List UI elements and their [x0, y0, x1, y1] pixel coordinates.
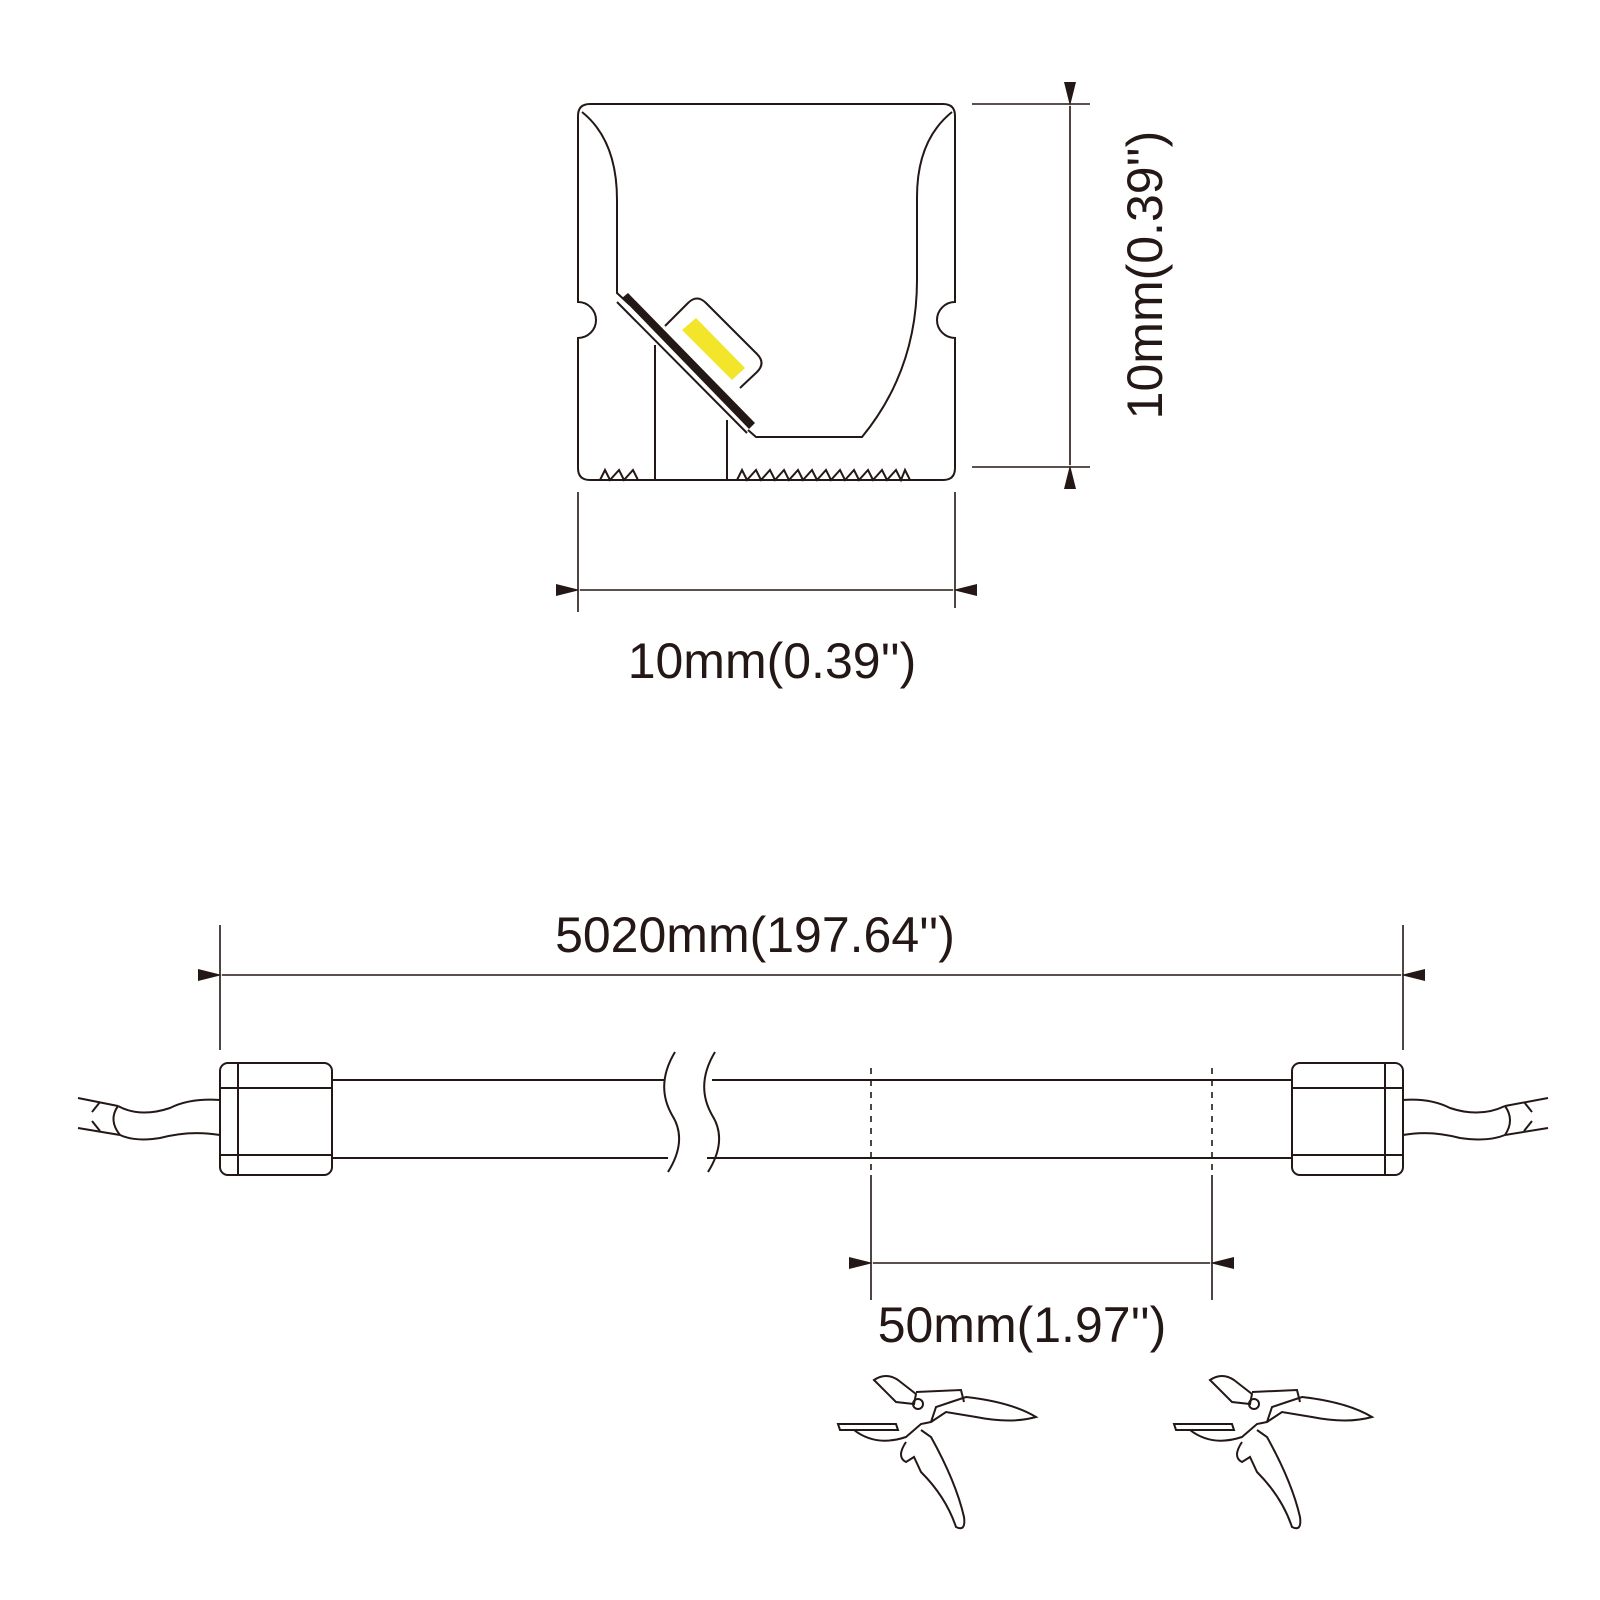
led-strip — [77, 1051, 1549, 1176]
led-chip — [682, 318, 745, 380]
height-dimension — [972, 82, 1090, 489]
height-label: 10mm(0.39'') — [1117, 131, 1173, 420]
wire-left — [77, 1097, 221, 1141]
cut-unit-label: 50mm(1.97'') — [878, 1297, 1167, 1353]
cut-unit-dimension — [849, 1175, 1234, 1300]
scissors-icon — [1173, 1375, 1373, 1530]
pcb-board — [622, 293, 755, 429]
cross-section-profile — [577, 103, 956, 483]
width-label: 10mm(0.39'') — [628, 633, 917, 689]
end-cap-left — [219, 1062, 333, 1176]
scissors-icon — [837, 1375, 1037, 1530]
length-dimension — [198, 925, 1425, 1050]
width-dimension — [556, 492, 977, 612]
length-label: 5020mm(197.64'') — [555, 907, 955, 963]
wire-right — [1402, 1097, 1549, 1141]
end-cap-right — [1291, 1062, 1404, 1176]
